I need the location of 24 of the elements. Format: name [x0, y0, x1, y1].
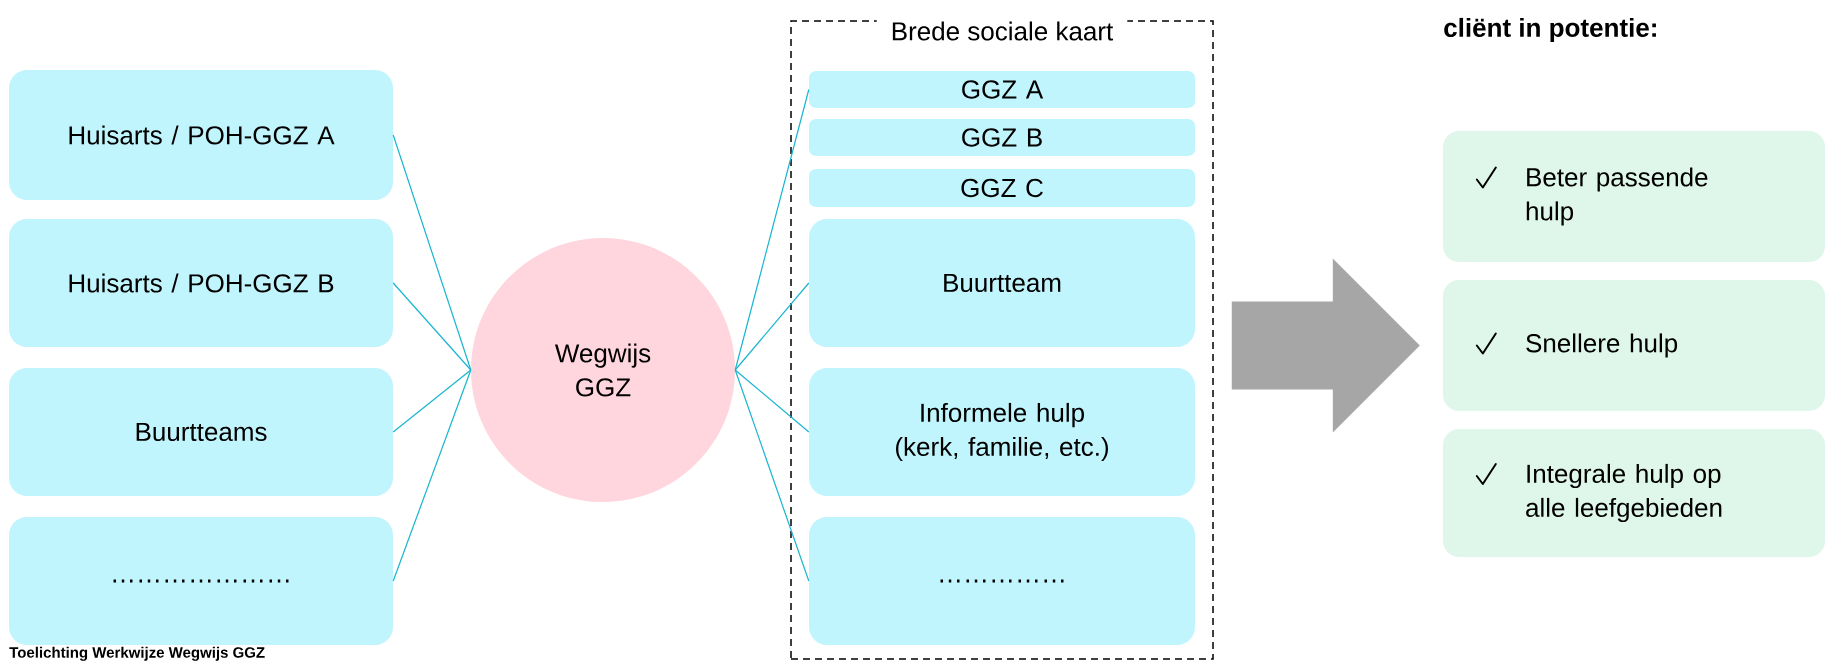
connector-line [392, 282, 472, 371]
connector-line [734, 88, 810, 371]
connector-line [734, 369, 810, 433]
rounded-box: GGZ C [809, 169, 1195, 207]
connector-line [734, 369, 810, 582]
connector-line [392, 134, 472, 371]
heading: cliënt in potentie: [1444, 17, 1656, 43]
rounded-box: Buurtteam [809, 219, 1195, 347]
rounded-box: GGZ A [809, 71, 1195, 108]
rounded-box: ………………… [9, 517, 393, 645]
block-arrow [1231, 258, 1420, 433]
result-box: Snellere hulp [1443, 280, 1825, 411]
circle-node: Wegwijs GGZ [471, 238, 735, 502]
rounded-box: Huisarts / POH-GGZ B [9, 219, 393, 347]
result-box: Beter passende hulp [1443, 131, 1825, 262]
connector-line [392, 369, 472, 433]
result-box: Integrale hulp op alle leefgebieden [1443, 429, 1825, 557]
rounded-box: GGZ B [809, 119, 1195, 156]
rounded-box: Huisarts / POH-GGZ A [9, 70, 393, 200]
connector-line [734, 282, 810, 371]
rounded-box: …………… [809, 517, 1195, 645]
connector-line [392, 369, 472, 582]
rounded-box: Buurtteams [9, 368, 393, 496]
rounded-box: Informele hulp (kerk, familie, etc.) [809, 368, 1195, 496]
